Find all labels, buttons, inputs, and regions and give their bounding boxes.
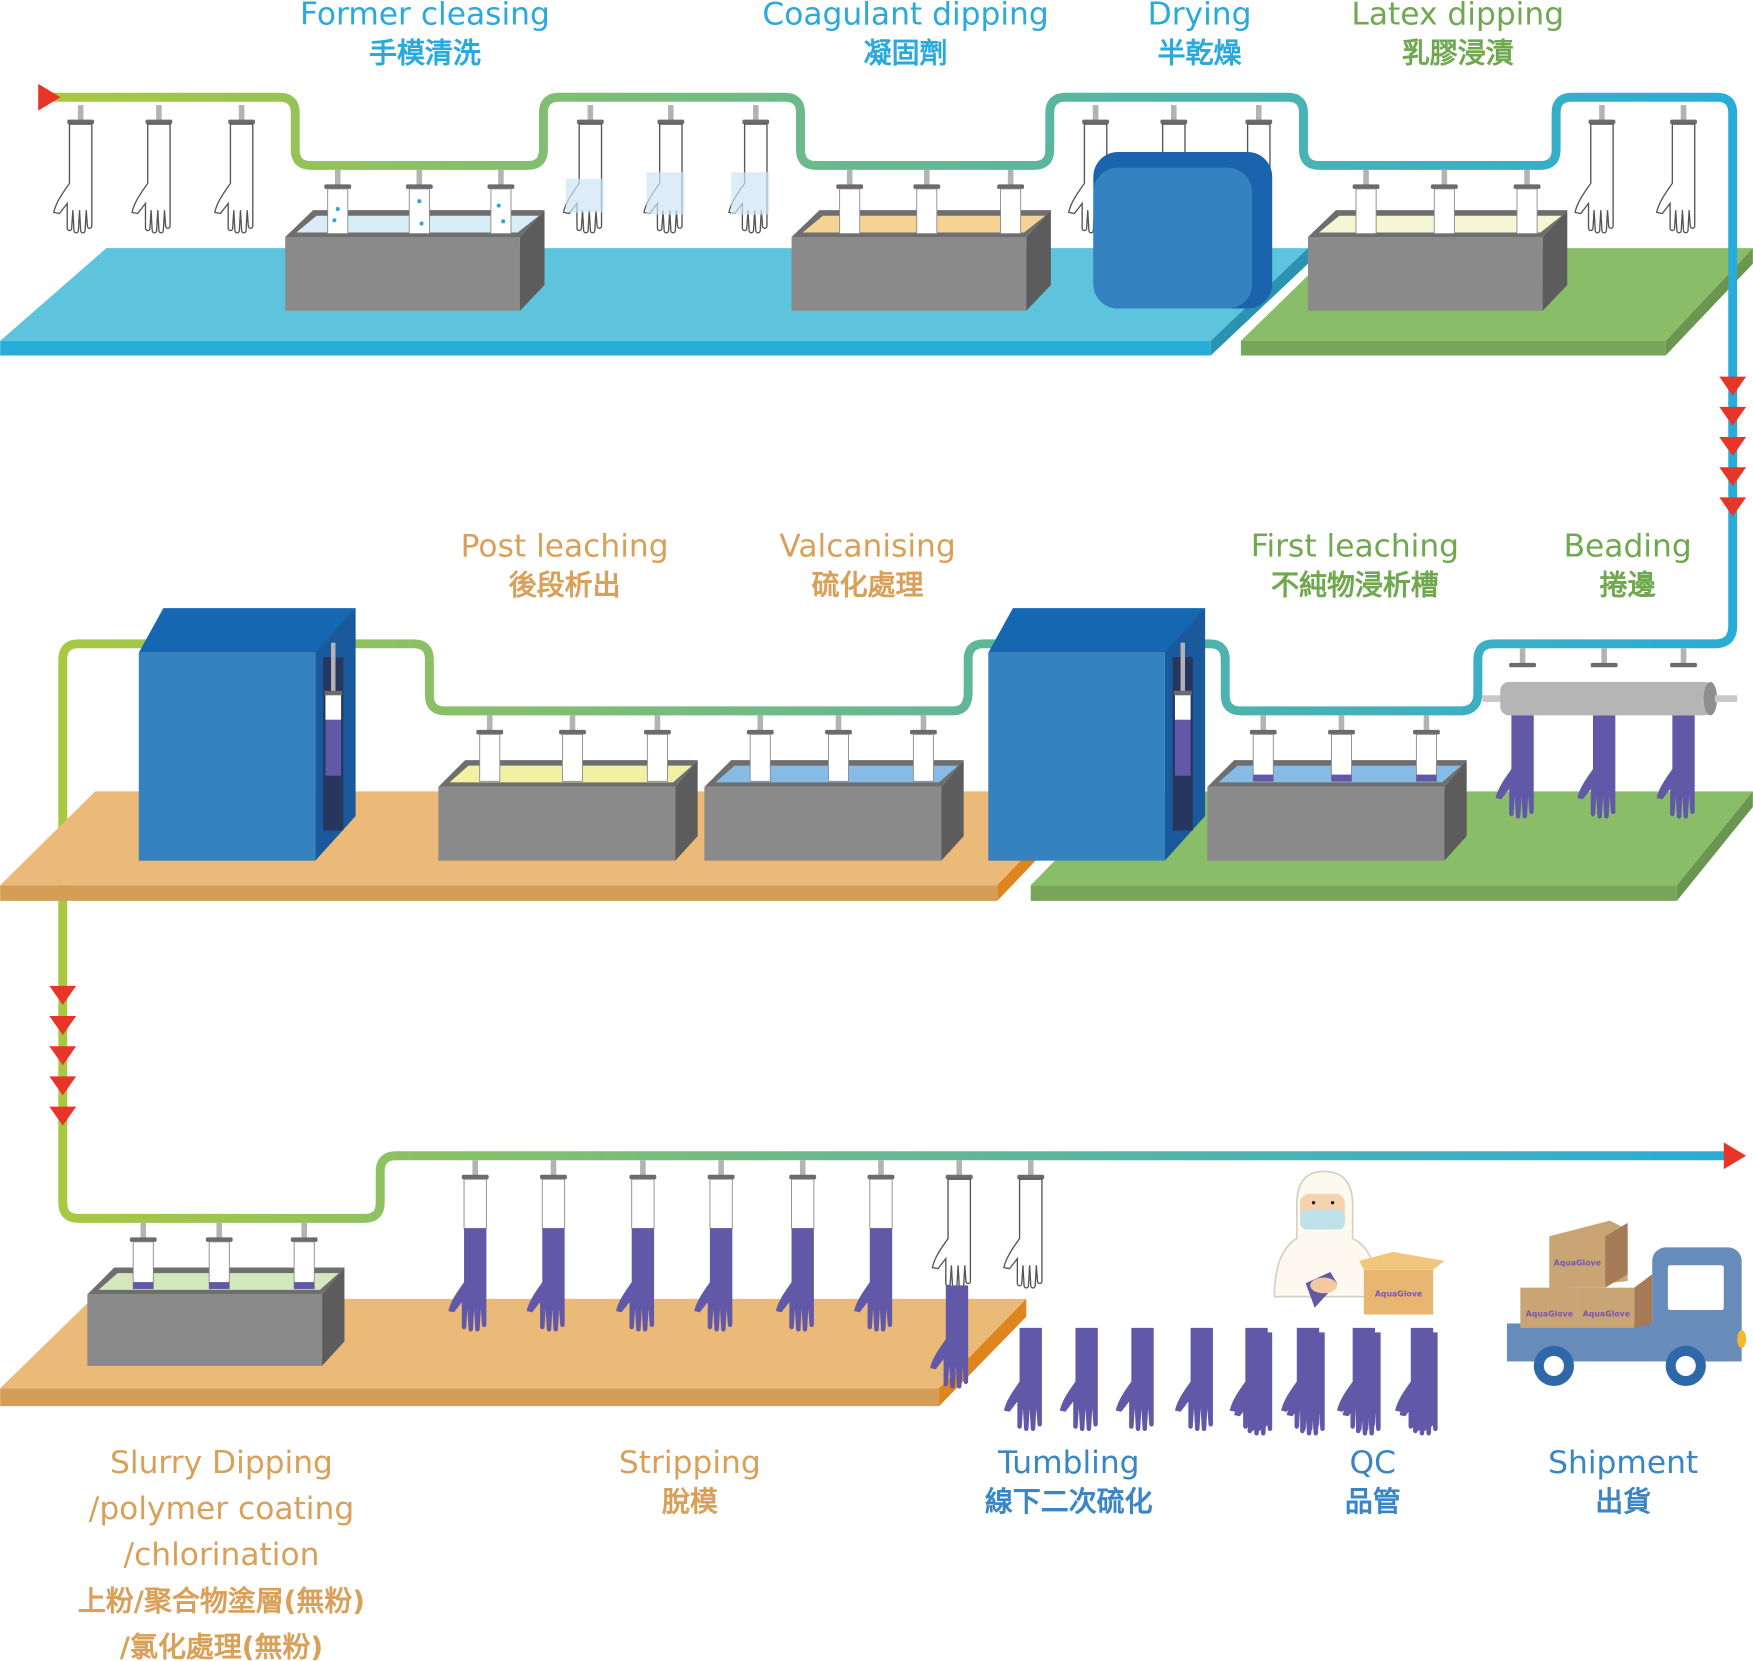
conveyor-row1 [44, 92, 1738, 1223]
oven-cabinet-right [988, 608, 1206, 861]
oven-cabinet-left [138, 608, 356, 861]
gloves-row1 [53, 105, 1697, 235]
tank-former-cleaning [285, 210, 545, 311]
stage-label-zh: 手模清洗 [369, 37, 481, 70]
end-arrow-icon [1723, 1142, 1747, 1170]
stage-label-beading: Beading 捲邊 [1564, 529, 1692, 602]
stage-label-zh: 硫化處理 [812, 569, 924, 602]
stage-label-en: Former cleasing [300, 0, 550, 33]
stage-label-zh: 品管 [1345, 1485, 1401, 1518]
stage-label-stripping: Stripping 脫模 [619, 1445, 761, 1518]
stage-label-valcanising: Valcanising 硫化處理 [779, 529, 955, 602]
down-arrows-left [49, 985, 77, 1126]
box-brand-label: AquaGlove [1526, 1310, 1573, 1319]
stage-label-en: QC [1350, 1445, 1396, 1481]
stage-label-first-leaching: First leaching 不純物浸析槽 [1251, 529, 1459, 602]
stage-label-zh: 半乾燥 [1158, 37, 1243, 70]
stage-label-shipment: Shipment 出貨 [1548, 1445, 1698, 1518]
stage-label-en: /chlorination [124, 1537, 320, 1573]
down-arrows-right [1719, 376, 1747, 517]
stage-label-en: Beading [1564, 529, 1692, 565]
stage-label-en: First leaching [1251, 529, 1459, 565]
tumbling-gloves [1003, 1327, 1438, 1436]
gloves-row3 [129, 1160, 1045, 1389]
stage-label-en: /polymer coating [89, 1491, 354, 1527]
gloves-row2 [476, 715, 1440, 782]
beading-roller [1482, 648, 1738, 819]
stage-label-zh: 捲邊 [1600, 569, 1656, 602]
stage-label-drying: Drying 半乾燥 [1148, 0, 1252, 70]
stage-label-former-cleaning: Former cleasing 手模清洗 [300, 0, 550, 70]
stage-label-zh: 脫模 [662, 1485, 718, 1518]
qc-worker-illustration [1273, 1170, 1379, 1308]
stage-label-zh: 線下二次硫化 [985, 1485, 1153, 1518]
stage-label-zh: 後段析出 [509, 569, 621, 602]
stage-label-en: Post leaching [461, 529, 669, 565]
stage-label-en: Slurry Dipping [110, 1445, 333, 1481]
stage-label-post-leaching: Post leaching 後段析出 [461, 529, 669, 602]
box-brand-label: AquaGlove [1554, 1258, 1601, 1267]
stage-label-coagulant-dipping: Coagulant dipping 凝固劑 [762, 0, 1048, 70]
delivery-truck: AquaGlove AquaGlove AquaGlove [1506, 1220, 1747, 1387]
stage-label-qc: QC 品管 [1345, 1445, 1401, 1518]
drying-oven [1093, 152, 1273, 309]
start-arrow-icon [38, 83, 61, 111]
stage-label-zh: 出貨 [1595, 1485, 1651, 1518]
stage-label-en: Tumbling [997, 1445, 1140, 1481]
stage-label-en: Stripping [619, 1445, 761, 1481]
stage-label-zh: /氯化處理(無粉) [120, 1631, 323, 1661]
stage-label-en: Latex dipping [1351, 0, 1564, 33]
box-brand-label: AquaGlove [1375, 1290, 1422, 1299]
stage-label-zh: 乳膠浸漬 [1402, 37, 1514, 70]
stage-label-en: Valcanising [779, 529, 955, 565]
stage-label-zh: 不純物浸析槽 [1271, 569, 1439, 602]
stage-label-en: Drying [1148, 0, 1252, 33]
stage-label-latex-dipping: Latex dipping 乳膠浸漬 [1351, 0, 1564, 70]
stage-label-en: Shipment [1548, 1445, 1698, 1481]
stage-label-slurry-dipping: Slurry Dipping /polymer coating /chlorin… [78, 1445, 365, 1661]
open-box: AquaGlove [1359, 1251, 1445, 1315]
stage-label-zh: 凝固劑 [864, 37, 948, 70]
stage-label-tumbling: Tumbling 線下二次硫化 [985, 1445, 1153, 1518]
stage-label-zh: 上粉/聚合物塗層(無粉) [78, 1585, 365, 1618]
stage-label-en: Coagulant dipping [762, 0, 1048, 33]
box-brand-label: AquaGlove [1583, 1310, 1630, 1319]
